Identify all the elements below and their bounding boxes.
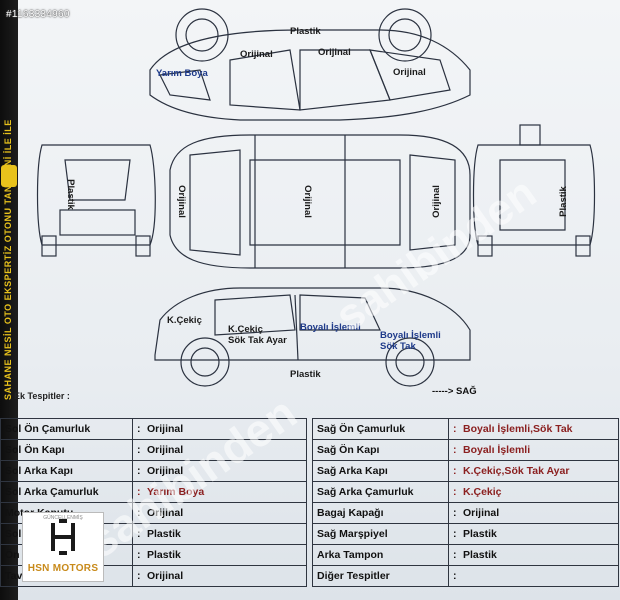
part-status: :K.Çekiç <box>448 481 619 503</box>
part-status-value: Plastik <box>147 528 181 540</box>
car-lower-wheel-right <box>385 337 435 387</box>
car-lower-wheel-left <box>180 337 230 387</box>
table-row: Sol Arka Kapı:Orijinal <box>0 460 307 482</box>
label-bottom-kcekic-sok: K.Çekiç Sök Tak Ayar <box>228 324 287 346</box>
part-label: Bagaj Kapağı <box>312 502 449 524</box>
table-row: Arka Tampon:Plastik <box>312 544 619 566</box>
part-status: :K.Çekiç,Sök Tak Ayar <box>448 460 619 482</box>
part-label: Sağ Marşpiyel <box>312 523 449 545</box>
label-plan-orijinal-left: Orijinal <box>175 185 187 218</box>
label-top-yarim-boya: Yarım Boya <box>156 68 208 79</box>
table-row: Bagaj Kapağı:Orijinal <box>312 502 619 524</box>
logo-top-text: GÜNCELLENMİŞ <box>43 515 83 521</box>
label-bottom-boyali-sok: Boyalı İşlemli Sök Tak <box>380 330 441 352</box>
part-status-value: Orijinal <box>147 444 184 456</box>
table-row: Sol Arka Çamurluk:Yarım Boya <box>0 481 307 503</box>
part-status: :Plastik <box>448 544 619 566</box>
table-row: Sağ Arka Çamurluk:K.Çekiç <box>312 481 619 503</box>
part-label: Sol Arka Çamurluk <box>0 481 133 503</box>
table-row: Sol Ön Çamurluk:Orijinal <box>0 418 307 440</box>
part-label: Sağ Arka Kapı <box>312 460 449 482</box>
part-label: Arka Tampon <box>312 544 449 566</box>
part-status-value: Boyalı İşlemli,Sök Tak <box>463 423 573 435</box>
label-bottom-plastik: Plastik <box>290 369 321 380</box>
car-upper-wheel-right <box>378 8 432 62</box>
watermark-id: #1163334960 <box>6 9 70 20</box>
label-rear-plastik: Plastik <box>557 186 569 217</box>
car-upper-wheel-left <box>175 8 229 62</box>
part-status: :Orijinal <box>132 565 307 587</box>
part-status: :Plastik <box>132 523 307 545</box>
part-status-value: Plastik <box>147 549 181 561</box>
part-label: Sağ Ön Çamurluk <box>312 418 449 440</box>
label-bottom-kcekic: K.Çekiç <box>167 315 202 326</box>
part-status: :Yarım Boya <box>132 481 307 503</box>
logo-name: HSN MOTORS <box>27 563 99 574</box>
part-label: Sağ Ön Kapı <box>312 439 449 461</box>
part-status-value: K.Çekiç,Sök Tak Ayar <box>463 465 570 477</box>
label-bottom-boyali: Boyalı İşlemli <box>300 322 361 333</box>
label-front-plastik: Plastik <box>64 179 76 210</box>
part-label: Sol Ön Kapı <box>0 439 133 461</box>
ek-tespitler-label: Ek Tespitler : <box>14 391 70 401</box>
part-status-value: Orijinal <box>147 423 184 435</box>
car-side-upper-body <box>149 29 471 121</box>
strip-logo-icon <box>1 165 17 187</box>
sag-arrow-label: -----> SAĞ <box>432 386 477 397</box>
part-status: :Orijinal <box>448 502 619 524</box>
part-status-value: Orijinal <box>147 507 184 519</box>
part-status: : <box>448 565 619 587</box>
part-label: Diğer Tespitler <box>312 565 449 587</box>
label-top-orijinal-right: Orijinal <box>393 67 426 78</box>
part-status-value: K.Çekiç <box>463 486 502 498</box>
part-label: Sol Arka Kapı <box>0 460 133 482</box>
label-plan-orijinal-center: Orijinal <box>301 185 313 218</box>
part-status-value: Yarım Boya <box>147 486 205 498</box>
table-row: Sağ Ön Kapı:Boyalı İşlemli <box>312 439 619 461</box>
part-label: Sağ Arka Çamurluk <box>312 481 449 503</box>
part-status: :Orijinal <box>132 502 307 524</box>
table-row: Sol Ön Kapı:Orijinal <box>0 439 307 461</box>
part-status: :Orijinal <box>132 460 307 482</box>
part-status-value: Plastik <box>463 549 497 561</box>
part-status-value: Plastik <box>463 528 497 540</box>
part-status: :Boyalı İşlemli,Sök Tak <box>448 418 619 440</box>
part-status: :Plastik <box>132 544 307 566</box>
table-row: Sağ Ön Çamurluk:Boyalı İşlemli,Sök Tak <box>312 418 619 440</box>
label-top-orijinal-mid: Orijinal <box>318 47 351 58</box>
car-diagram <box>36 8 596 387</box>
car-side-lower-body <box>154 287 471 361</box>
part-status-value: Orijinal <box>147 570 184 582</box>
side-strip-text: SAHANE NESİL OTO EKSPERTİZ OTONU TANI YE… <box>3 119 13 400</box>
label-plan-orijinal-right: Orijinal <box>430 185 442 218</box>
hsn-motors-logo: GÜNCELLENMİŞ HSN MOTORS <box>22 512 104 582</box>
label-top-orijinal-left: Orijinal <box>240 49 273 60</box>
part-label: Sol Ön Çamurluk <box>0 418 133 440</box>
part-status: :Orijinal <box>132 418 307 440</box>
part-status-value: Orijinal <box>147 465 184 477</box>
part-status: :Orijinal <box>132 439 307 461</box>
part-status: :Boyalı İşlemli <box>448 439 619 461</box>
hsn-logo-mark-icon <box>51 519 75 555</box>
part-status-value: Boyalı İşlemli <box>463 444 531 456</box>
label-top-plastik: Plastik <box>290 26 321 37</box>
car-plan-outline <box>169 134 471 269</box>
table-row: Sağ Arka Kapı:K.Çekiç,Sök Tak Ayar <box>312 460 619 482</box>
part-status-value: Orijinal <box>463 507 500 519</box>
part-status: :Plastik <box>448 523 619 545</box>
table-row: Diğer Tespitler: <box>312 565 619 587</box>
table-row: Sağ Marşpiyel:Plastik <box>312 523 619 545</box>
